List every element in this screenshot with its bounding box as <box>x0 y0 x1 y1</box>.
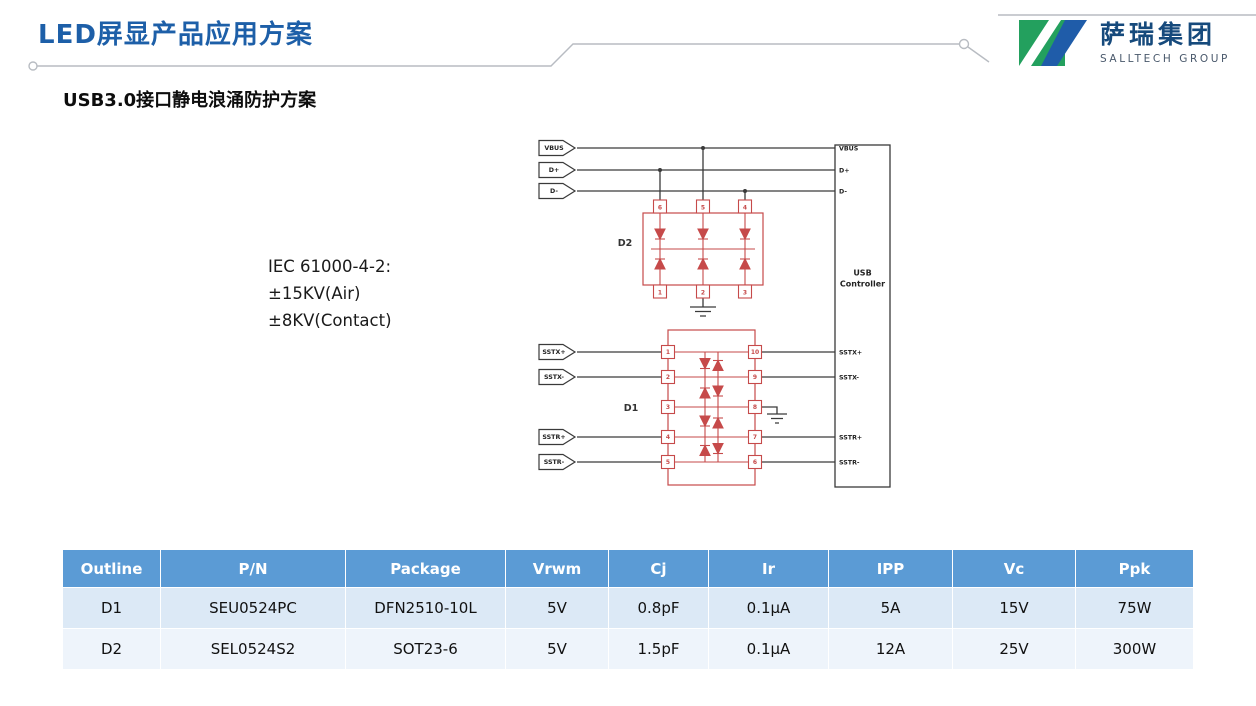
d1-internal-diodes <box>674 351 749 463</box>
circuit-diagram: VBUS D+ D- SSTX+ SSTX- SSTR+ SSTR- VBUS … <box>538 139 891 488</box>
col-header-ir: Ir <box>708 549 829 588</box>
d2-internal-diodes <box>651 213 755 285</box>
d2-label: D2 <box>618 238 633 249</box>
table-cell: 25V <box>952 628 1076 670</box>
signal-label: SSTX- <box>544 374 564 381</box>
controller-title-line2: Controller <box>840 280 885 289</box>
table-cell: 5V <box>505 628 609 670</box>
table-cell: 5V <box>505 587 609 629</box>
d1-pin-number: 7 <box>753 434 757 441</box>
controller-pin-label: SSTR+ <box>839 434 862 441</box>
table-cell: 12A <box>828 628 953 670</box>
d1-pin-number: 4 <box>666 434 670 441</box>
wire-junction-dots <box>658 146 747 193</box>
d1-pin-number: 6 <box>753 459 757 466</box>
logo-name-en: SALLTECH GROUP <box>1099 52 1230 65</box>
col-header-package: Package <box>345 549 506 588</box>
col-header-ppk: Ppk <box>1075 549 1194 588</box>
signal-label: SSTR+ <box>542 434 565 441</box>
table-header-row: Outline P/N Package Vrwm Cj Ir IPP Vc Pp… <box>62 549 1194 588</box>
signal-tag <box>538 453 577 471</box>
table-cell: 5A <box>828 587 953 629</box>
d2-pin-number: 3 <box>743 289 747 296</box>
iec-line-1: IEC 61000-4-2: <box>268 257 392 276</box>
table-cell: 15V <box>952 587 1076 629</box>
signal-tag <box>538 343 577 361</box>
signal-tag <box>538 428 577 446</box>
signal-tags <box>538 139 577 471</box>
controller-pin-label: VBUS <box>839 145 859 152</box>
d1-device: 1 2 3 4 5 10 9 8 7 6 D1 <box>624 329 763 486</box>
d1-label: D1 <box>624 403 639 414</box>
signal-label: SSTX+ <box>542 349 565 356</box>
table-row-d1: D1 SEU0524PC DFN2510-10L 5V 0.8pF 0.1μA … <box>62 587 1194 629</box>
logo-icon <box>1018 20 1087 66</box>
signal-label: D- <box>550 188 558 195</box>
table-cell: DFN2510-10L <box>345 587 506 629</box>
ground-symbol-d2 <box>690 306 716 317</box>
logo-text: 萨瑞集团 SALLTECH GROUP <box>1099 20 1230 65</box>
signal-tag <box>538 161 577 179</box>
col-header-ipp: IPP <box>828 549 953 588</box>
d1-pin-number: 10 <box>751 349 759 356</box>
d2-pin-number: 1 <box>658 289 662 296</box>
table-cell: 0.1μA <box>708 587 829 629</box>
table-cell: D2 <box>62 628 161 670</box>
d2-pin-number: 5 <box>701 204 705 211</box>
table-cell: D1 <box>62 587 161 629</box>
col-header-vrwm: Vrwm <box>505 549 609 588</box>
parts-table: Outline P/N Package Vrwm Cj Ir IPP Vc Pp… <box>62 549 1194 670</box>
controller-pin-label: D+ <box>839 167 850 174</box>
d2-pin-number: 6 <box>658 204 662 211</box>
col-header-outline: Outline <box>62 549 161 588</box>
controller-pin-label: D- <box>839 188 847 195</box>
page-title: LED屏显产品应用方案 <box>38 20 313 50</box>
d1-pin-number: 8 <box>753 404 757 411</box>
iec-line-2: ±15KV(Air) <box>268 284 361 303</box>
signal-label: D+ <box>549 167 560 174</box>
signal-tag <box>538 368 577 386</box>
table-cell: SOT23-6 <box>345 628 506 670</box>
d2-pin-number: 4 <box>743 204 747 211</box>
col-header-pn: P/N <box>160 549 346 588</box>
signal-label: SSTR- <box>544 459 565 466</box>
controller-pin-label: SSTX- <box>839 374 859 381</box>
table-cell: 1.5pF <box>608 628 709 670</box>
d2-pin-number: 2 <box>701 289 705 296</box>
d2-device: 6 5 4 1 2 3 D2 <box>618 199 764 299</box>
table-cell: SEU0524PC <box>160 587 346 629</box>
usb-controller-box: VBUS D+ D- SSTX+ SSTX- SSTR+ SSTR- USB C… <box>834 144 891 488</box>
table-cell: 300W <box>1075 628 1194 670</box>
controller-pin-label: SSTX+ <box>839 349 862 356</box>
signal-tag-labels: VBUS D+ D- SSTX+ SSTX- SSTR+ SSTR- <box>542 145 565 466</box>
table-cell: 0.8pF <box>608 587 709 629</box>
signal-label: VBUS <box>544 145 564 152</box>
company-logo: 萨瑞集团 SALLTECH GROUP <box>1016 14 1230 72</box>
d1-pin-number: 5 <box>666 459 670 466</box>
controller-pin-label: SSTR- <box>839 459 860 466</box>
table-cell: 75W <box>1075 587 1194 629</box>
d1-pin-number: 9 <box>753 374 757 381</box>
wires <box>577 147 835 463</box>
table-row-d2: D2 SEL0524S2 SOT23-6 5V 1.5pF 0.1μA 12A … <box>62 628 1194 670</box>
section-subtitle: USB3.0接口静电浪涌防护方案 <box>63 90 317 111</box>
d1-pin-number: 2 <box>666 374 670 381</box>
logo-name-cn: 萨瑞集团 <box>1099 20 1216 50</box>
d1-pin-number: 1 <box>666 349 670 356</box>
signal-tag <box>538 139 577 157</box>
col-header-cj: Cj <box>608 549 709 588</box>
controller-title-line1: USB <box>853 269 871 278</box>
d1-pin-number: 3 <box>666 404 670 411</box>
col-header-vc: Vc <box>952 549 1076 588</box>
table-cell: SEL0524S2 <box>160 628 346 670</box>
table-cell: 0.1μA <box>708 628 829 670</box>
iec-standard-note: IEC 61000-4-2: ±15KV(Air) ±8KV(Contact) <box>268 253 392 334</box>
ground-symbol-pin8 <box>767 413 787 424</box>
iec-line-3: ±8KV(Contact) <box>268 311 392 330</box>
signal-tag <box>538 182 577 200</box>
